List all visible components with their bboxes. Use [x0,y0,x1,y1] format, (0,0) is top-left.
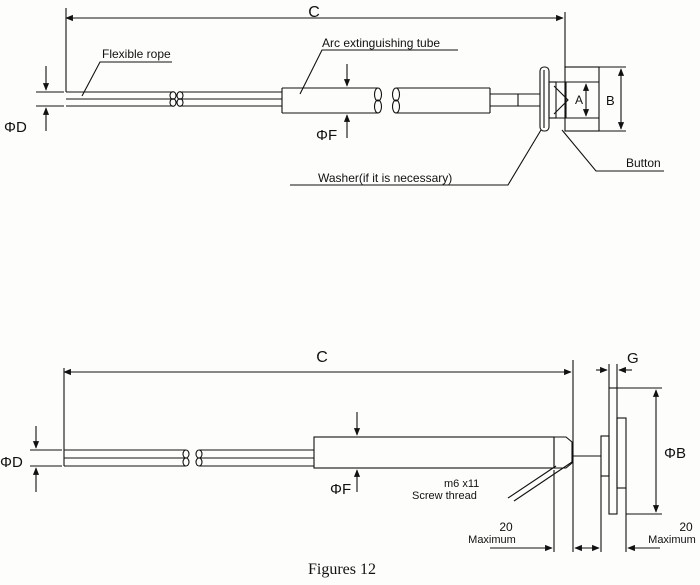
top-leaders [81,49,664,186]
top-d-label: ΦD [4,119,27,136]
right-gap-value: 20 [679,520,693,534]
bottom-dim-b [617,387,662,515]
washer-label: Washer(if it is necessary) [318,171,452,185]
bottom-arc-tube [313,436,573,469]
top-diagram [36,8,664,186]
left-gap-note: Maximum [468,534,516,546]
thread-label: Screw thread [412,490,477,502]
top-f-label: ΦF [316,127,337,144]
thread-size-label: m6 x11 [444,478,479,490]
bottom-dim-20-right [578,476,660,552]
bottom-f-label: ΦF [330,481,351,498]
top-button [548,66,600,132]
right-gap-note: Maximum [648,534,696,546]
bottom-d-label: ΦD [0,454,23,471]
bottom-thread-leaders [507,461,573,502]
bottom-b-label: ΦB [664,445,686,462]
top-c-label: C [308,4,320,21]
top-dim-c [65,8,566,92]
bottom-diagram [30,360,662,552]
bottom-screw-head [573,387,627,515]
tube-label: Arc extinguishing tube [322,36,440,50]
bottom-dim-c [63,360,574,552]
bottom-g-label: G [627,350,639,367]
left-gap-value: 20 [499,520,513,534]
figure-caption: Figures 12 [308,561,376,578]
rope-label: Flexible rope [102,47,171,61]
bottom-dim-d [30,426,62,492]
bottom-rope [64,449,314,467]
top-a-label: A [575,93,583,107]
top-washer [539,66,550,132]
top-rope-end [490,93,540,107]
bottom-c-label: C [316,349,328,366]
top-dim-d [36,66,64,131]
top-b-label: B [606,93,615,108]
top-arc-tube [281,87,491,114]
top-rope [66,91,282,107]
top-dim-b [599,66,626,132]
button-label: Button [626,156,661,170]
bottom-dim-g [596,364,632,388]
